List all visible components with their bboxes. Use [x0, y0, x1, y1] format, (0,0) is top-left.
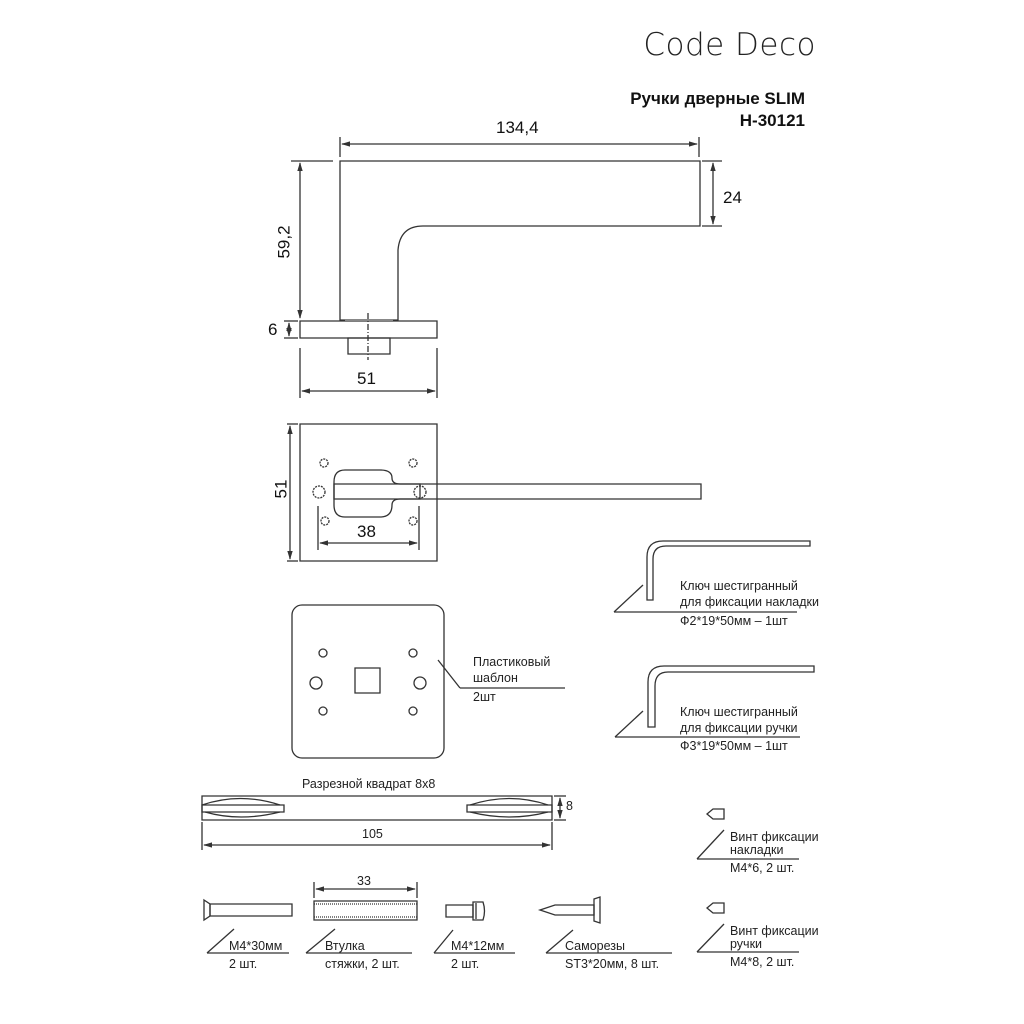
hex-key-rosette-line1: Ключ шестигранный	[680, 579, 798, 593]
screw-rosette-line2: накладки	[730, 843, 784, 857]
hex-key-handle-drawing	[615, 666, 814, 737]
template-line1: Пластиковый	[473, 655, 551, 669]
hex-key-rosette-drawing	[614, 541, 810, 612]
dim-label-rosette-width: 51	[357, 369, 376, 388]
dim-rosette-height	[287, 424, 298, 561]
handle-side-view	[300, 161, 700, 360]
bolt-12-spec: М4*12мм	[451, 939, 505, 953]
dim-label-handle-length: 134,4	[496, 118, 539, 137]
screw-handle-spec: М4*8, 2 шт.	[730, 955, 795, 969]
bolt-30-spec: М4*30мм	[229, 939, 283, 953]
dim-hole-spacing	[318, 506, 419, 550]
dim-label-sleeve-length: 33	[357, 874, 371, 888]
bolt-12-qty: 2 шт.	[451, 957, 480, 971]
plastic-template-drawing	[292, 605, 565, 758]
self-tapping-line2: ST3*20мм, 8 шт.	[565, 957, 660, 971]
bolt-30-qty: 2 шт.	[229, 957, 258, 971]
dim-label-lever-width: 24	[723, 188, 742, 207]
brand-logo: Code Deco	[643, 27, 816, 63]
hex-key-handle-line1: Ключ шестигранный	[680, 705, 798, 719]
spindle-label: Разрезной квадрат 8x8	[302, 777, 436, 791]
hex-key-rosette-line2: для фиксации накладки	[680, 595, 819, 609]
dim-label-spindle-length: 105	[362, 827, 383, 841]
template-qty: 2шт	[473, 690, 496, 704]
dim-handle-height	[291, 161, 333, 319]
hex-key-rosette-spec: Ф2*19*50мм – 1шт	[680, 614, 788, 628]
screw-rosette-spec: М4*6, 2 шт.	[730, 861, 795, 875]
screw-rosette-line1: Винт фиксации	[730, 830, 819, 844]
dim-label-rosette-thickness: 6	[268, 320, 278, 339]
dim-handle-length	[340, 137, 699, 157]
spindle-drawing	[202, 796, 566, 850]
dim-label-handle-height: 59,2	[274, 225, 294, 259]
bolt-30-drawing	[204, 900, 292, 953]
dim-label-rosette-height: 51	[271, 479, 291, 499]
template-line2: шаблон	[473, 671, 518, 685]
self-tapping-screw-drawing	[540, 897, 672, 953]
screw-rosette-drawing	[697, 809, 799, 859]
screw-handle-drawing	[697, 903, 799, 952]
model-number: H-30121	[739, 111, 805, 130]
dim-rosette-thickness	[284, 321, 298, 338]
dim-label-hole-spacing: 38	[357, 522, 376, 541]
sleeve-line1: Втулка	[325, 939, 365, 953]
dim-rosette-width	[300, 348, 437, 398]
sleeve-line2: стяжки, 2 шт.	[325, 957, 400, 971]
sleeve-drawing	[306, 882, 417, 953]
dim-lever-width	[702, 161, 722, 226]
hex-key-handle-line2: для фиксации ручки	[680, 721, 798, 735]
handle-top-view	[300, 424, 701, 561]
self-tapping-line1: Саморезы	[565, 939, 626, 953]
screw-handle-line2: ручки	[730, 937, 763, 951]
screw-handle-line1: Винт фиксации	[730, 924, 819, 938]
dim-label-spindle-section: 8	[566, 799, 573, 813]
product-line-title: Ручки дверные SLIM	[630, 89, 805, 108]
bolt-12-drawing	[434, 902, 515, 953]
hex-key-handle-spec: Ф3*19*50мм – 1шт	[680, 739, 788, 753]
